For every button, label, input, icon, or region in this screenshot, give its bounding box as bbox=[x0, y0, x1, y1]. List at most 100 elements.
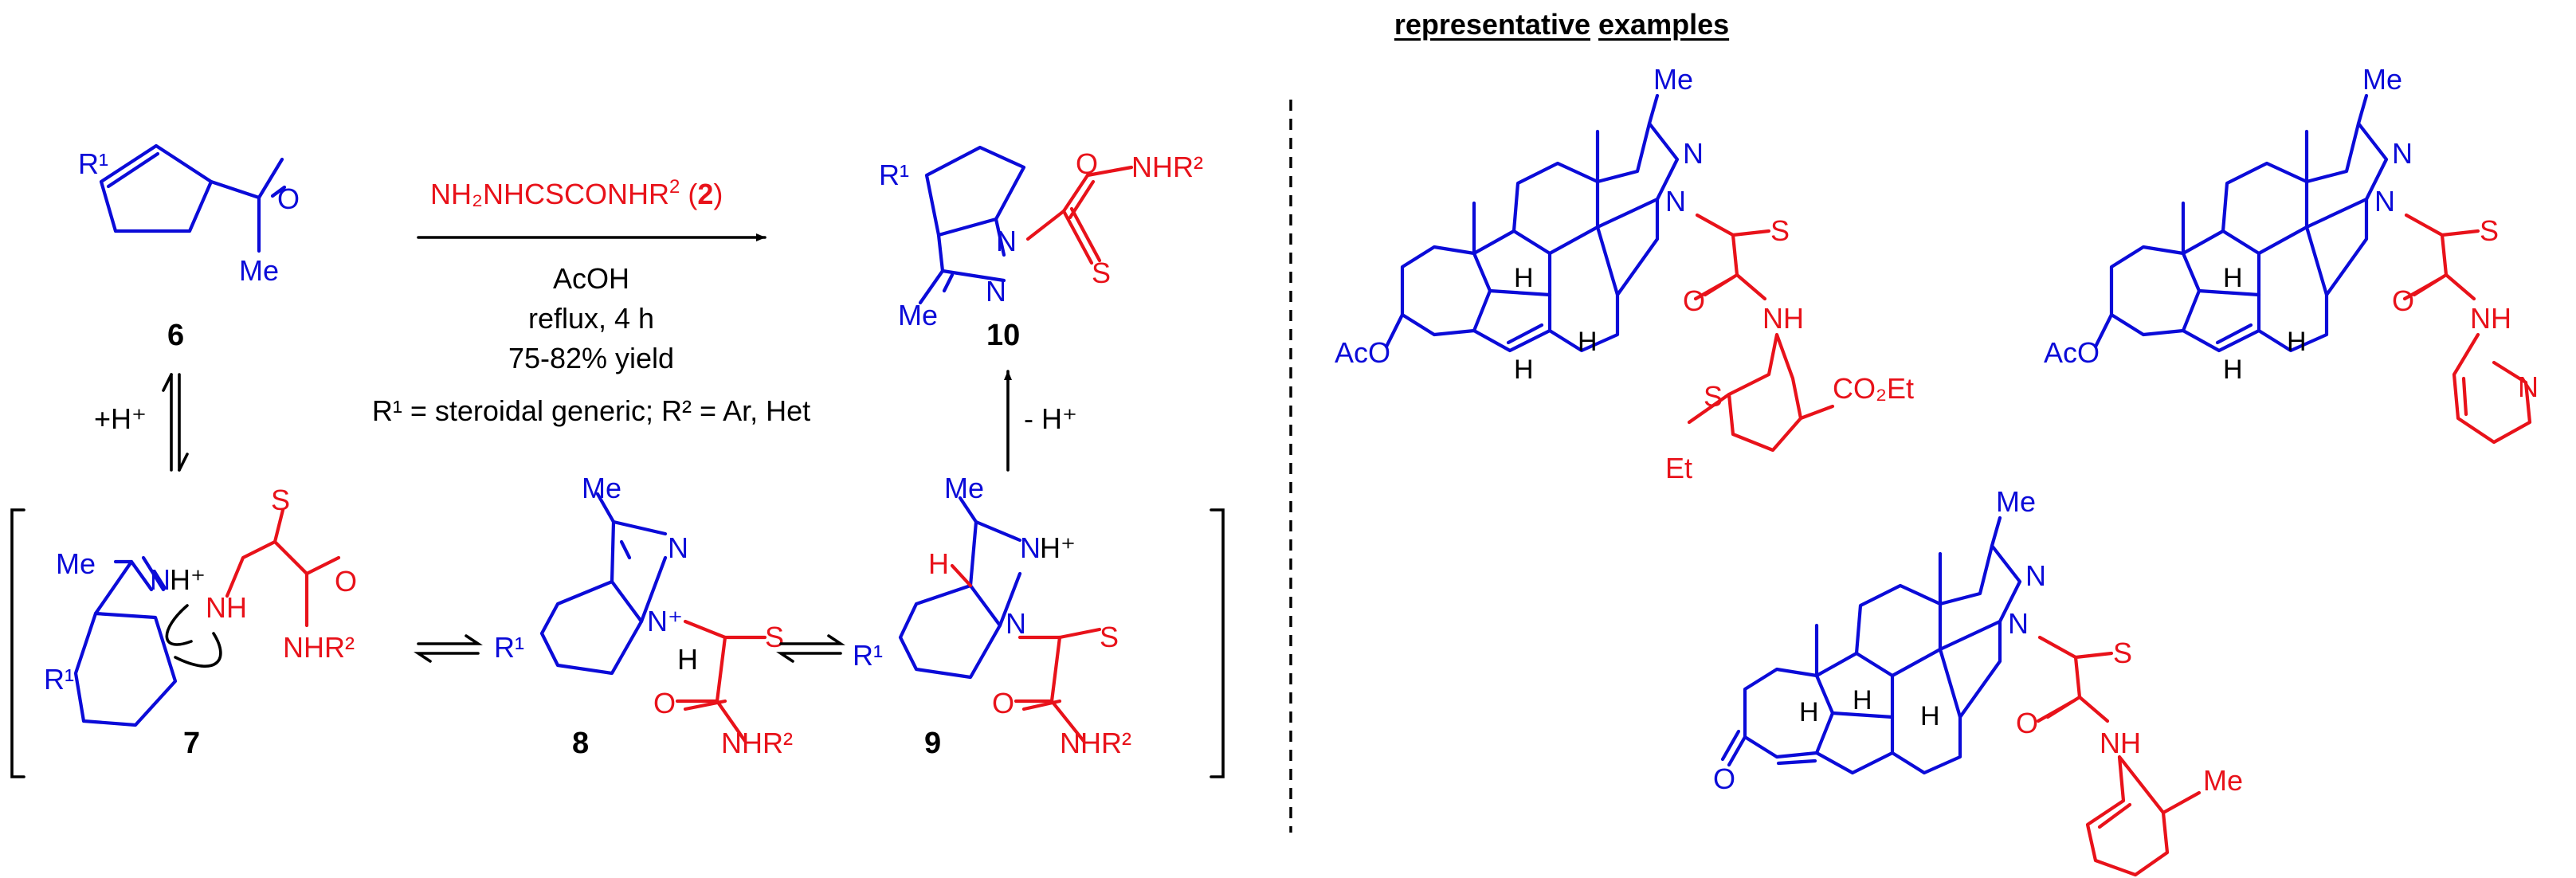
r1-label: R¹ bbox=[853, 639, 883, 672]
nitrogen-label-2: N bbox=[1006, 607, 1026, 640]
pyridine-nitrogen-label: N bbox=[2518, 370, 2539, 403]
methyl-label: Me bbox=[1653, 63, 1693, 96]
nitrogen-label-2: N bbox=[1665, 185, 1686, 218]
nitrogen-label: N bbox=[996, 225, 1017, 257]
ketone-oxygen-label: O bbox=[1713, 762, 1735, 795]
hydrogen-label-2: H bbox=[1799, 697, 1819, 727]
intermediate-8: Me N N⁺ H R¹ S O NHR² 8 bbox=[494, 472, 793, 760]
r-group-definition: R¹ = steroidal generic; R² = Ar, Het bbox=[372, 394, 810, 427]
ester-label: CO₂Et bbox=[1833, 372, 1914, 405]
acetoxy-label: AcO bbox=[2044, 336, 2100, 369]
nitrogen-label: N bbox=[668, 531, 688, 564]
amide-label: NHR² bbox=[283, 631, 355, 664]
protonation-label: +H⁺ bbox=[94, 402, 147, 435]
methyl-label: Me bbox=[2362, 63, 2402, 96]
thioamide-nh-label: NH bbox=[206, 591, 247, 624]
methyl-label: Me bbox=[1996, 485, 2036, 518]
amide-label: NHR² bbox=[721, 727, 793, 759]
compound-number-10: 10 bbox=[986, 319, 1020, 352]
hydrogen-label: H bbox=[1853, 685, 1872, 715]
compound-6: R¹ O Me 6 bbox=[78, 143, 300, 352]
ethyl-label: Et bbox=[1665, 452, 1692, 484]
iminium-label: N bbox=[150, 563, 171, 596]
amide-nh-label: NH bbox=[1762, 302, 1804, 335]
thiophene-sulfur-label: S bbox=[1704, 380, 1723, 413]
tolyl-methyl-label: Me bbox=[2203, 764, 2243, 797]
examples-heading: representative examples bbox=[1243, 8, 1880, 41]
sulfur-label: S bbox=[765, 621, 784, 653]
sulfur-label: S bbox=[2480, 214, 2499, 247]
sulfur-label: S bbox=[2113, 637, 2132, 669]
intermediate-9: Me H N H⁺ N R¹ S O NHR² 9 bbox=[853, 472, 1131, 760]
amide-label: NHR² bbox=[1060, 727, 1131, 759]
main-reaction: NH₂NHCSCONHR2 (2) AcOH reflux, 4 h 75-82… bbox=[372, 176, 810, 427]
compound-10: R¹ N N Me O NHR² S 10 bbox=[879, 145, 1203, 352]
acetoxy-label: AcO bbox=[1335, 336, 1390, 369]
nitrogen-label: N bbox=[1020, 531, 1041, 564]
nitrogen-label-2: N bbox=[986, 275, 1006, 308]
methyl-label: Me bbox=[56, 547, 96, 580]
sulfur-label: S bbox=[1092, 257, 1111, 289]
compound-number-8: 8 bbox=[572, 727, 589, 760]
methyl-label: Me bbox=[898, 299, 938, 331]
nitrogen-label: N bbox=[2025, 559, 2046, 592]
deprotonation-label: - H⁺ bbox=[1024, 402, 1077, 435]
hydrogen-label: H bbox=[2223, 263, 2243, 293]
hydrogen-label: H bbox=[928, 547, 949, 580]
equilibrium-7-8 bbox=[414, 634, 483, 663]
oxygen-label: O bbox=[335, 565, 357, 598]
heading-word-2: examples bbox=[1598, 8, 1730, 41]
reagent-label: NH₂NHCSCONHR2 (2) bbox=[430, 176, 723, 210]
r1-label: R¹ bbox=[44, 663, 74, 696]
amide-label: NHR² bbox=[1131, 151, 1203, 183]
sulfur-label: S bbox=[271, 484, 290, 516]
proton-label: H⁺ bbox=[1040, 531, 1076, 564]
oxygen-label: O bbox=[2016, 707, 2038, 739]
oxygen-label: O bbox=[653, 687, 676, 719]
solvent-label: AcOH bbox=[553, 262, 629, 295]
sulfur-label: S bbox=[1100, 621, 1119, 653]
amide-nh-label: NH bbox=[2100, 727, 2141, 759]
heading-word-1: representative bbox=[1394, 8, 1590, 41]
amide-nh-label: NH bbox=[2470, 302, 2511, 335]
r1-label: R¹ bbox=[494, 631, 524, 664]
intermediate-7: Me N H⁺ NH S O NHR² R¹ 7 bbox=[44, 484, 357, 760]
nitrogen-label: N bbox=[1683, 137, 1704, 170]
oxygen-label: O bbox=[1683, 284, 1705, 317]
oxygen-label: O bbox=[992, 687, 1014, 719]
left-bracket bbox=[10, 508, 25, 778]
ammonium-label: N⁺ bbox=[647, 605, 683, 637]
sulfur-label: S bbox=[1770, 214, 1790, 247]
deprotonation-step: - H⁺ bbox=[1004, 370, 1077, 472]
hydrogen-label: H bbox=[1514, 263, 1534, 293]
hydrogen-label-3: H bbox=[1920, 701, 1940, 731]
example-thiophene: AcO Me N N H H H S O NH S CO₂Et Et bbox=[1335, 63, 1914, 484]
compound-number-6: 6 bbox=[167, 319, 184, 352]
compound-number-7: 7 bbox=[183, 727, 200, 760]
nitrogen-label-2: N bbox=[2008, 607, 2029, 640]
nitrogen-label-2: N bbox=[2374, 185, 2395, 218]
hydrogen-label-2: H bbox=[2287, 327, 2307, 357]
example-tolyl: O Me N N H H H S O NH Me bbox=[1713, 485, 2243, 877]
hydrogen-label-2: H bbox=[1578, 327, 1598, 357]
arrow-curve-1 bbox=[165, 604, 193, 646]
methyl-label: Me bbox=[582, 472, 621, 504]
r1-label: R¹ bbox=[879, 159, 909, 191]
methyl-label: Me bbox=[239, 254, 279, 287]
example-pyridine: AcO Me N N H H H S O NH N bbox=[2044, 63, 2539, 445]
oxygen-label: O bbox=[277, 182, 300, 215]
methyl-label: Me bbox=[944, 472, 984, 504]
yield-label: 75-82% yield bbox=[508, 342, 674, 374]
hydrogen-label-3: H bbox=[1514, 355, 1534, 385]
right-bracket bbox=[1210, 508, 1225, 778]
hydrogen-label-3: H bbox=[2223, 355, 2243, 385]
proton-label: H⁺ bbox=[170, 563, 206, 596]
hydrogen-label: H bbox=[677, 643, 698, 676]
oxygen-label: O bbox=[1076, 147, 1098, 180]
conditions-label: reflux, 4 h bbox=[528, 302, 654, 335]
oxygen-label: O bbox=[2392, 284, 2414, 317]
protonation-equilibrium: +H⁺ bbox=[94, 373, 189, 472]
equilibrium-8-9 bbox=[776, 634, 845, 663]
r1-label: R¹ bbox=[78, 147, 108, 180]
